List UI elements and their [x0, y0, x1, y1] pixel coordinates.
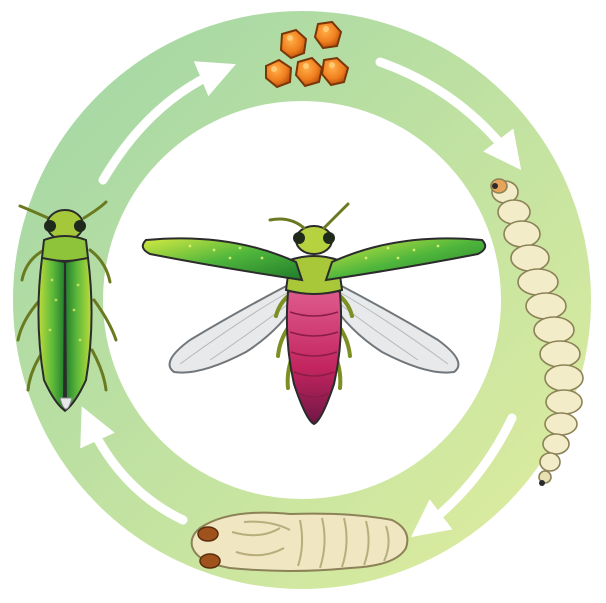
elytron-left: [143, 238, 302, 280]
pupa-stage: [192, 513, 408, 571]
hind-wing-right: [330, 282, 458, 373]
larva-segment: [546, 390, 582, 414]
larva-segment: [526, 293, 566, 319]
beetle-pronotum: [42, 236, 88, 261]
larva-mouth: [492, 183, 498, 189]
pupa-eye: [198, 527, 218, 541]
larva-segment: [540, 341, 580, 367]
beetle-eye: [44, 220, 56, 232]
pupa-eye: [200, 554, 220, 568]
larva-segment: [540, 453, 560, 471]
larva-segment: [518, 269, 558, 295]
adult-flying-center: [143, 204, 485, 424]
larva-tail-tip: [539, 480, 545, 486]
larva-segment: [534, 317, 574, 343]
hind-wing-left: [170, 282, 298, 373]
larva-segment: [504, 221, 540, 247]
beetle-eye: [74, 220, 86, 232]
larva-segment: [545, 365, 583, 391]
flying-beetle-eye: [323, 232, 335, 244]
larva-segment: [543, 434, 569, 454]
flying-beetle-eye: [293, 232, 305, 244]
elytron-right: [326, 238, 485, 280]
larva-segment: [511, 245, 549, 271]
larva-segment: [545, 413, 577, 435]
